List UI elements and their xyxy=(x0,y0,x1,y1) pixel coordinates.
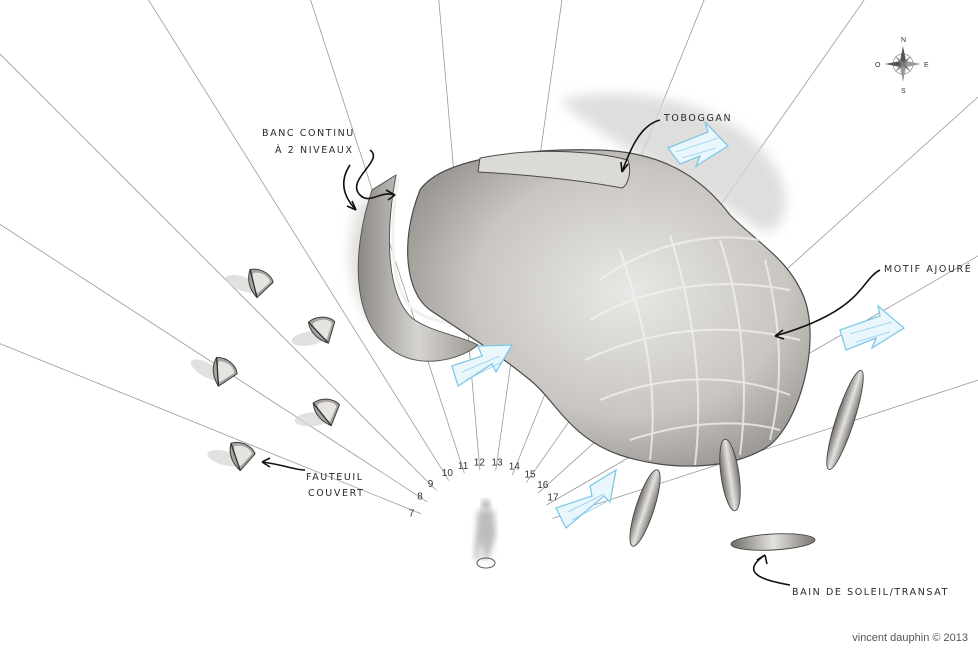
hour-label: 12 xyxy=(474,457,486,468)
armchair-shell xyxy=(294,398,340,427)
compass-n: N xyxy=(901,37,906,44)
wind-arrow-icon xyxy=(451,344,514,388)
armchair-shell xyxy=(225,268,274,299)
person-figure-icon xyxy=(474,499,496,569)
hour-label: 14 xyxy=(509,462,521,473)
hour-label: 8 xyxy=(417,491,423,502)
sun-ray-line xyxy=(0,343,422,515)
compass-rose-icon: N S E O xyxy=(875,37,929,95)
compass-e: E xyxy=(924,62,929,69)
armchair-shell xyxy=(291,316,336,346)
armchair-label-line1: Fauteuil xyxy=(306,472,364,483)
annotation-labels: Banc continu à 2 niveaux Toboggan Motif … xyxy=(262,113,972,598)
wind-arrow-icon xyxy=(666,121,730,168)
armchair-shell xyxy=(190,356,238,387)
covered-armchairs xyxy=(190,268,340,472)
play-shell-structure xyxy=(407,149,811,467)
hour-label: 13 xyxy=(492,458,504,469)
sun-ray-line xyxy=(148,0,450,481)
slide-label: Toboggan xyxy=(663,113,732,124)
sun-ray-line xyxy=(0,223,428,503)
hour-label: 7 xyxy=(409,508,415,519)
sun-ray-line xyxy=(0,53,437,491)
slide-element xyxy=(477,150,631,189)
bench-label-line2: à 2 niveaux xyxy=(275,144,354,156)
annotation-arrows xyxy=(261,119,881,586)
sun-ray-line xyxy=(552,379,978,519)
compass-w: O xyxy=(875,62,881,69)
hour-label: 9 xyxy=(428,479,434,490)
hour-label: 15 xyxy=(525,470,537,481)
sunbeds xyxy=(629,370,864,551)
compass-s: S xyxy=(901,88,906,95)
wind-arrow-icon xyxy=(555,468,617,530)
sunbed-label: Bain de soleil/transat xyxy=(792,587,949,598)
credit-text: vincent dauphin © 2013 xyxy=(852,632,968,644)
pattern-label: Motif ajouré xyxy=(884,263,972,275)
perforated-pattern xyxy=(584,234,801,466)
hour-label: 17 xyxy=(547,493,559,504)
hour-label: 11 xyxy=(458,461,469,472)
hour-label: 10 xyxy=(442,468,454,479)
armchair-label-line2: couvert xyxy=(308,488,364,499)
bench-label-line1: Banc continu xyxy=(262,128,355,139)
hour-label: 16 xyxy=(537,480,549,491)
armchair-shell xyxy=(207,441,256,472)
